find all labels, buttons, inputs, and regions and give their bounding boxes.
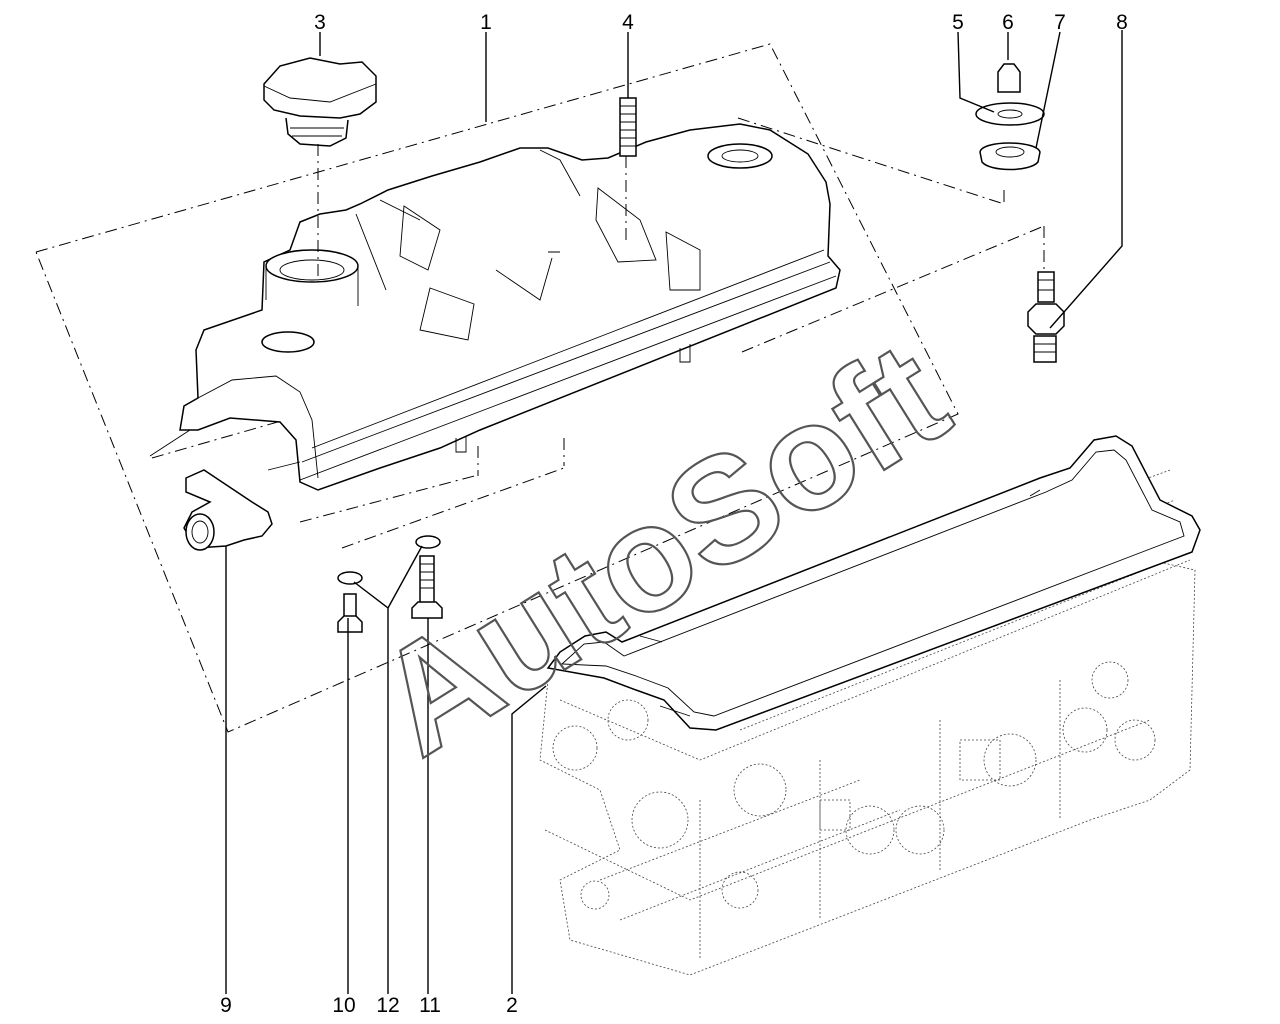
callout-3: 3: [314, 11, 326, 34]
callout-11: 11: [419, 994, 441, 1017]
valve-cover: [149, 123, 841, 491]
callout-labels: 1 2 3 4 5 6 7 8 9 10 12 11: [220, 11, 1128, 1017]
filler-cap: [263, 57, 377, 147]
callout-5: 5: [952, 11, 964, 34]
callout-8: 8: [1116, 11, 1128, 34]
screws-washers: [337, 535, 443, 633]
callout-9: 9: [220, 994, 232, 1017]
callout-10: 10: [332, 994, 355, 1017]
engine-cylinder-head: [539, 469, 1196, 976]
callout-12: 12: [376, 994, 399, 1017]
leader-lines: [225, 30, 1123, 994]
callout-4: 4: [622, 11, 634, 34]
hose-elbow: [183, 469, 273, 551]
callout-7: 7: [1054, 11, 1066, 34]
gasket: [546, 435, 1201, 731]
callout-6: 6: [1002, 11, 1014, 34]
callout-1: 1: [480, 11, 492, 34]
stud: [619, 97, 637, 157]
stud-hex: [1027, 271, 1065, 363]
callout-2: 2: [506, 994, 518, 1017]
washer-nut-grommet: [975, 63, 1045, 171]
